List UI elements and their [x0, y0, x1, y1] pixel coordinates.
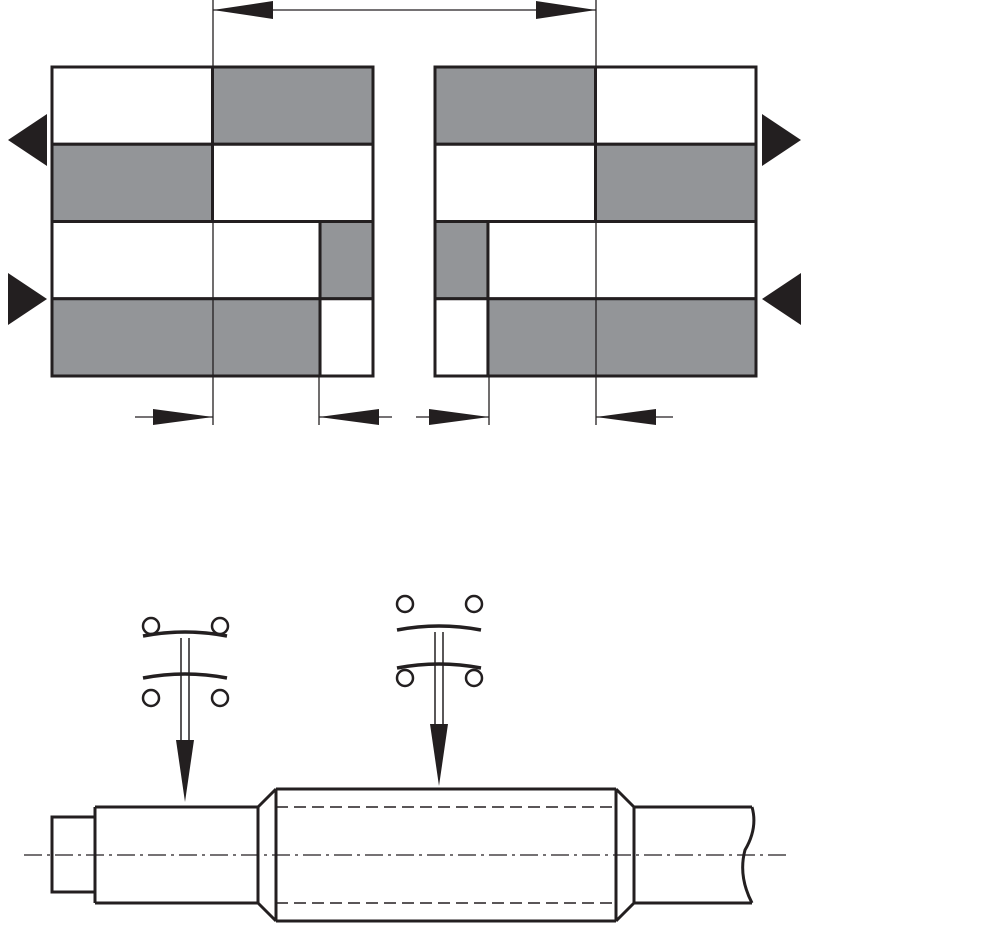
grid-cell-white — [433, 142, 597, 223]
grid-cell-gray — [433, 220, 490, 301]
grid-cell-white — [318, 297, 375, 378]
grid-cell-white — [211, 142, 375, 223]
grid-cell-gray — [50, 297, 322, 378]
grinding-wheel-pair-icon — [395, 594, 484, 786]
bottom-dimension-arrows — [135, 409, 673, 425]
arrow-left-icon — [319, 409, 379, 425]
shaft — [24, 787, 790, 923]
grid-cell-white — [486, 220, 758, 301]
arrow-right-icon — [536, 1, 596, 19]
grid-cell-gray — [50, 142, 214, 223]
arrow-left-icon — [213, 1, 273, 19]
side-arrows — [8, 114, 801, 325]
right-block-grid — [433, 65, 758, 378]
grid-cell-gray — [433, 65, 597, 146]
top-dimension — [212, 0, 597, 425]
side-arrow-right-icon — [8, 273, 47, 325]
arrow-right-icon — [429, 409, 489, 425]
grid-cell-white — [50, 65, 214, 146]
side-arrow-left-icon — [762, 273, 801, 325]
grid-cell-gray — [594, 142, 758, 223]
left-block-grid — [50, 65, 375, 378]
grid-cell-gray — [318, 220, 375, 301]
arrow-left-icon — [596, 409, 656, 425]
grinding-wheel-pair-icon — [141, 616, 230, 802]
grid-cell-white — [433, 297, 490, 378]
grid-cell-gray — [211, 65, 375, 146]
grid-cell-gray — [486, 297, 758, 378]
arrow-right-icon — [153, 409, 213, 425]
side-arrow-right-icon — [762, 114, 801, 166]
grid-cell-white — [50, 220, 322, 301]
grid-cell-white — [594, 65, 758, 146]
side-arrow-left-icon — [8, 114, 47, 166]
